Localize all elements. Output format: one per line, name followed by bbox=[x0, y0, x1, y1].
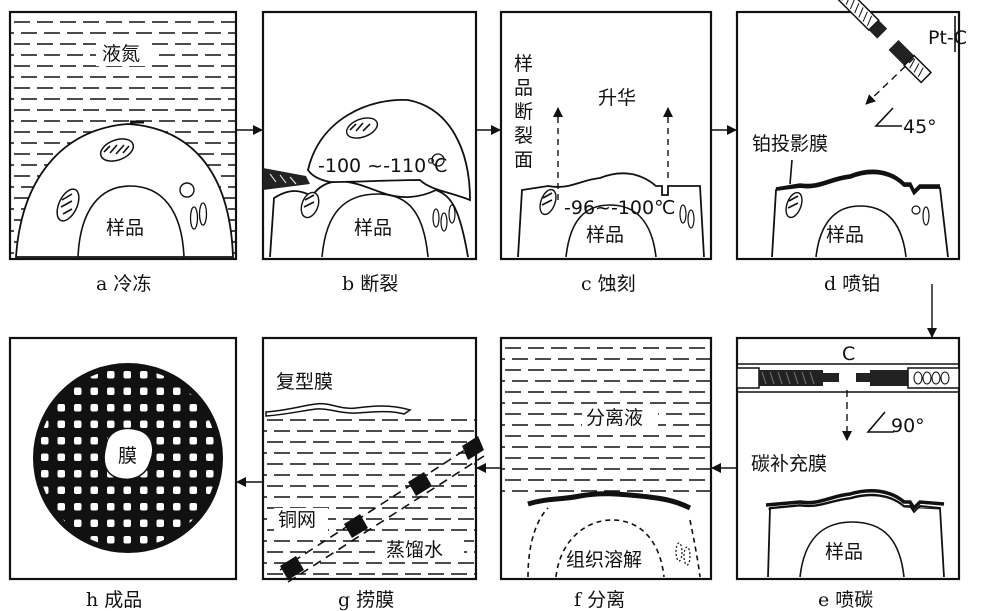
nucleus bbox=[77, 185, 185, 258]
sample-label: 样品 bbox=[106, 217, 144, 239]
caption-e: e 喷碳 bbox=[818, 589, 873, 611]
carbon-label: C bbox=[842, 343, 855, 365]
platinum-carbon-label: Pt-C bbox=[928, 27, 967, 49]
copper-grid bbox=[279, 436, 485, 583]
angle-mark bbox=[866, 411, 894, 433]
svg-text:面: 面 bbox=[514, 149, 533, 171]
panel-c-etch: 样 品 断 裂 面 升华 -96~-100℃ 样品 c 蚀刻 bbox=[499, 10, 713, 295]
carbon-film-label: 碳补充膜 bbox=[751, 453, 827, 475]
etched-sample bbox=[517, 172, 705, 258]
angle-label: 45° bbox=[903, 116, 937, 138]
fractured-sample bbox=[269, 180, 469, 258]
sample-label: 样品 bbox=[354, 217, 392, 239]
mitochondrion bbox=[99, 138, 135, 162]
panel-h-product: 膜 h 成品 bbox=[8, 336, 238, 611]
caption-d: d 喷铂 bbox=[824, 273, 880, 295]
film-label: 膜 bbox=[118, 445, 137, 467]
grid-with-film bbox=[33, 363, 223, 553]
platinum-gun bbox=[835, 0, 933, 84]
sample-label: 样品 bbox=[825, 541, 863, 563]
caption-b: b 断裂 bbox=[342, 273, 398, 295]
sample-label: 样品 bbox=[586, 224, 624, 246]
sublimation-label: 升华 bbox=[598, 87, 636, 109]
replica-film-label: 复型膜 bbox=[276, 371, 333, 393]
svg-text:品: 品 bbox=[514, 77, 533, 99]
distilled-water-label: 蒸馏水 bbox=[386, 539, 443, 561]
fracture-temperature: -100 ~-110℃ bbox=[318, 155, 448, 177]
carbon-rods bbox=[737, 363, 959, 393]
flow-arrows bbox=[236, 125, 937, 487]
caption-g: g 捞膜 bbox=[338, 589, 394, 611]
tissue-dissolve-label: 组织溶解 bbox=[566, 549, 642, 571]
copper-grid-label: 铜网 bbox=[278, 509, 316, 531]
liquid-nitrogen-label: 液氮 bbox=[102, 43, 140, 65]
svg-text:样: 样 bbox=[514, 53, 533, 75]
knife-blade bbox=[263, 168, 310, 190]
panel-d-platinum: 45° Pt-C 铂投影膜 样品 d 喷铂 bbox=[735, 0, 967, 295]
mitochondrion bbox=[56, 188, 80, 222]
panel-g-pickup: 复型膜 铜网 蒸馏水 g 捞膜 bbox=[261, 336, 485, 611]
svg-text:断: 断 bbox=[514, 101, 533, 123]
detached-top bbox=[307, 99, 471, 202]
panel-f-separate: 分离液 组织溶解 f 分离 bbox=[499, 336, 713, 611]
film-patch bbox=[103, 427, 154, 480]
dissolving-tissue bbox=[528, 502, 700, 577]
panel-a-freeze: 液氮 样品 a 冷冻 bbox=[8, 10, 238, 295]
fracture-face-label: 样 品 断 裂 面 bbox=[514, 53, 533, 171]
svg-text:裂: 裂 bbox=[514, 125, 533, 147]
separation-liquid-hatching bbox=[501, 347, 711, 492]
carbon-film bbox=[765, 488, 945, 511]
sample-label: 样品 bbox=[826, 224, 864, 246]
separation-liquid-label: 分离液 bbox=[586, 407, 643, 429]
shadowed-sample bbox=[771, 172, 949, 258]
caption-h: h 成品 bbox=[86, 589, 142, 611]
panel-b-fracture: -100 ~-110℃ 样品 b 断裂 bbox=[261, 10, 478, 295]
platinum-film bbox=[775, 169, 940, 195]
replica-film bbox=[527, 491, 692, 511]
angle-mark bbox=[874, 107, 902, 127]
caption-a: a 冷冻 bbox=[96, 273, 151, 295]
platinum-film-label: 铂投影膜 bbox=[752, 133, 828, 155]
angle-label: 90° bbox=[891, 415, 925, 437]
floating-replica bbox=[265, 402, 412, 417]
caption-f: f 分离 bbox=[574, 589, 625, 611]
caption-c: c 蚀刻 bbox=[581, 273, 636, 295]
panel-e-carbon: C 90° 碳补充膜 样品 e 喷碳 bbox=[735, 336, 961, 611]
etch-temperature: -96~-100℃ bbox=[564, 197, 675, 219]
